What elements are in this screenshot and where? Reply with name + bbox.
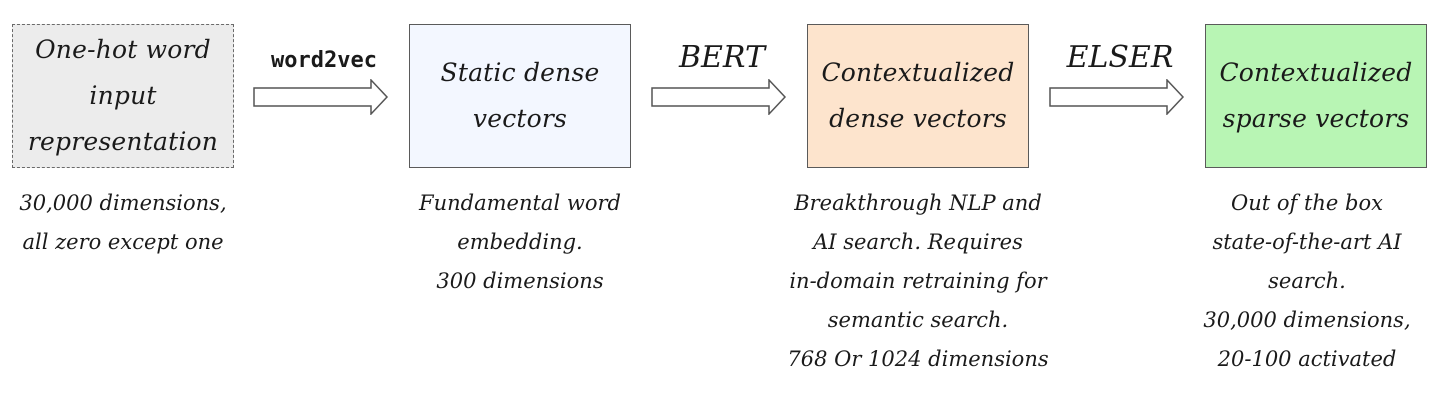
caption-line: AI search. Requires	[813, 230, 1023, 254]
caption-contextualized-dense: Breakthrough NLP and AI search. Requires…	[768, 184, 1068, 379]
caption-line: semantic search.	[827, 308, 1009, 332]
caption-line: state-of-the-art AI	[1212, 230, 1402, 254]
box-text-line: representation	[27, 127, 219, 156]
box-text-line: input	[89, 81, 157, 110]
caption-line: Fundamental word	[419, 191, 621, 215]
box-text-line: Contextualized	[821, 58, 1015, 87]
caption-line: in-domain retraining for	[789, 269, 1047, 293]
arrow-label-bert: BERT	[678, 40, 765, 75]
box-text-line: sparse vectors	[1222, 104, 1410, 133]
caption-line: all zero except one	[22, 230, 224, 254]
arrow-right-icon	[253, 79, 389, 115]
caption-line: 768 Or 1024 dimensions	[787, 347, 1049, 371]
one-hot-box: One-hot word input representation	[12, 24, 234, 168]
arrow-right-icon	[1049, 79, 1185, 115]
box-text-line: One-hot word	[35, 35, 211, 64]
caption-line: embedding.	[457, 230, 583, 254]
contextualized-sparse-box: Contextualized sparse vectors	[1205, 24, 1427, 168]
caption-line: 300 dimensions	[436, 269, 604, 293]
caption-one-hot: 30,000 dimensions, all zero except one	[0, 184, 246, 262]
caption-line: 30,000 dimensions,	[19, 191, 227, 215]
box-text-line: vectors	[472, 104, 568, 133]
box-text-line: dense vectors	[829, 104, 1007, 133]
caption-static-dense: Fundamental word embedding. 300 dimensio…	[380, 184, 660, 301]
box-text-line: Contextualized	[1219, 58, 1413, 87]
contextualized-dense-box: Contextualized dense vectors	[807, 24, 1029, 168]
caption-contextualized-sparse: Out of the box state-of-the-art AI searc…	[1176, 184, 1438, 379]
caption-line: Out of the box	[1231, 191, 1383, 215]
arrow-label-word2vec: word2vec	[271, 48, 377, 73]
caption-line: 30,000 dimensions,	[1203, 308, 1411, 332]
static-dense-box: Static dense vectors	[409, 24, 631, 168]
arrow-label-elser: ELSER	[1066, 40, 1174, 75]
caption-line: 20-100 activated	[1217, 347, 1397, 371]
caption-line: Breakthrough NLP and	[794, 191, 1042, 215]
caption-line: search.	[1268, 269, 1346, 293]
box-text-line: Static dense	[440, 58, 600, 87]
arrow-right-icon	[651, 79, 787, 115]
